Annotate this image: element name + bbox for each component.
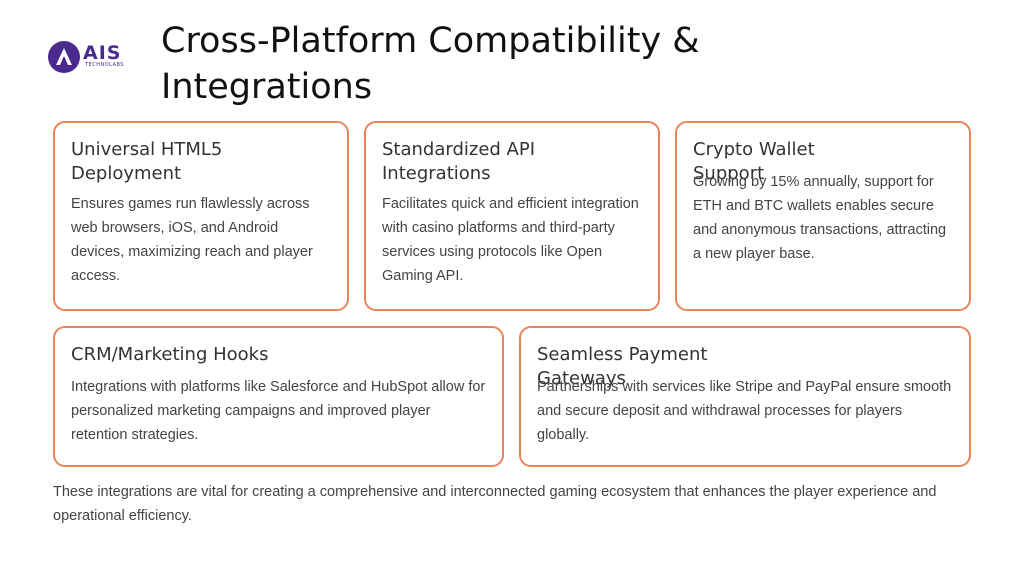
company-logo: AIS TECHNOLABS: [47, 40, 131, 74]
logo-wordmark: AIS: [83, 42, 122, 64]
card-html5-deployment: Universal HTML5 Deployment Ensures games…: [53, 121, 349, 311]
card-payment-gateways: Seamless Payment Gateways Partnerships w…: [519, 326, 971, 467]
card-crm-marketing: CRM/Marketing Hooks Integrations with pl…: [53, 326, 504, 467]
card-body: Partnerships with services like Stripe a…: [537, 379, 952, 443]
card-heading: Crypto Wallet Support: [693, 139, 815, 184]
card-api-integrations: Standardized API Integrations Facilitate…: [364, 121, 660, 311]
card-heading: Standardized API Integrations: [382, 139, 536, 184]
card-heading: Seamless Payment Gateways: [537, 344, 708, 389]
card-heading: CRM/Marketing Hooks: [71, 344, 269, 365]
card-body: Facilitates quick and efficient integrat…: [382, 196, 639, 284]
card-body: Growing by 15% annually, support for ETH…: [693, 174, 947, 262]
logo-mark-icon: [48, 41, 80, 73]
card-crypto-wallet: Crypto Wallet Support Growing by 15% ann…: [675, 121, 971, 311]
card-body: Ensures games run flawlessly across web …: [71, 196, 313, 284]
logo-subtext: TECHNOLABS: [85, 62, 124, 68]
card-heading: Universal HTML5 Deployment: [71, 139, 223, 184]
card-body: Integrations with platforms like Salesfo…: [71, 379, 486, 443]
page-title: Cross-Platform Compatibility & Integrati…: [161, 21, 700, 107]
footer-summary: These integrations are vital for creatin…: [53, 484, 937, 524]
